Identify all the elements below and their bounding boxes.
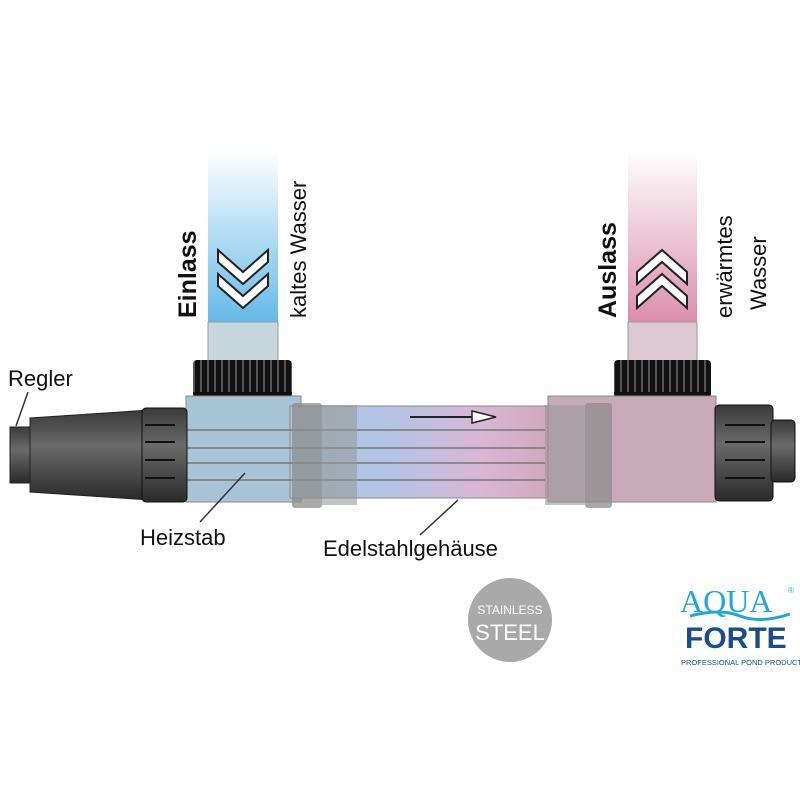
chevron-down-icon [217, 247, 269, 310]
logo-forte: FORTE [685, 622, 787, 655]
regulator [9, 407, 188, 503]
label-einlass: Einlass [174, 230, 202, 318]
label-auslass: Auslass [594, 222, 622, 318]
leader-lines [15, 391, 459, 536]
label-regler: Regler [8, 366, 73, 391]
label-wasser: Wasser [746, 236, 771, 310]
label-gehaeuse: Edelstahlgehäuse [323, 536, 498, 561]
badge-line1: STAINLESS [477, 603, 542, 617]
label-heizstab: Heizstab [140, 525, 226, 550]
chevron-up-icon [636, 248, 688, 311]
logo-reg: ® [788, 586, 794, 595]
label-erwaermtes: erwärmtes [712, 215, 737, 318]
aquaforte-logo: AQUA ® FORTE PROFESSIONAL POND PRODUCTS [680, 583, 800, 667]
stainless-steel-badge: STAINLESS STEEL [468, 578, 552, 662]
inlet-pipe [193, 150, 292, 398]
stainless-housing [185, 395, 717, 508]
label-kaltes-wasser: kaltes Wasser [286, 181, 311, 318]
flow-arrow-icon [410, 410, 497, 424]
end-cap [714, 404, 796, 502]
outlet-pipe [614, 150, 711, 398]
logo-tagline: PROFESSIONAL POND PRODUCTS [681, 658, 800, 667]
badge-line2: STEEL [475, 620, 545, 645]
